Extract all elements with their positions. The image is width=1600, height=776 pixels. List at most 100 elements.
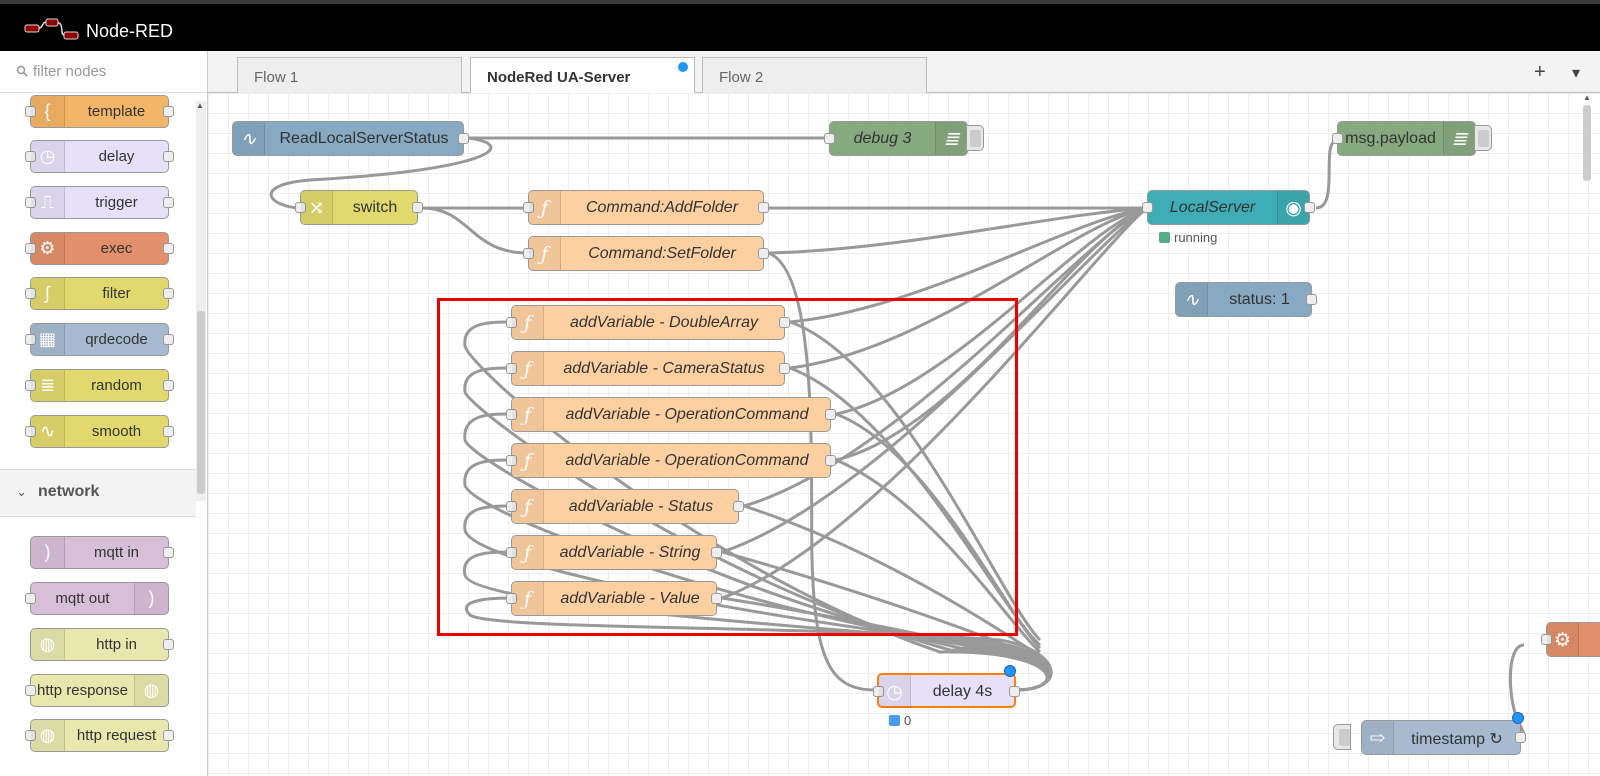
- workspace-scrollbar[interactable]: ▲: [1580, 93, 1594, 776]
- input-port[interactable]: [1142, 202, 1153, 213]
- flow-node-read-status[interactable]: ∿ ReadLocalServerStatus: [232, 121, 469, 156]
- output-port[interactable]: [1009, 686, 1020, 697]
- debug-toggle-button[interactable]: [966, 125, 984, 151]
- flow-node-local-server[interactable]: ◉LocalServer: [1142, 190, 1315, 225]
- output-port[interactable]: [412, 202, 423, 213]
- input-port: [25, 685, 36, 696]
- flow-node-timestamp[interactable]: ⇨timestamp ↻: [1361, 720, 1526, 755]
- scroll-up-icon[interactable]: ▲: [196, 101, 204, 110]
- flow-node-msg-payload[interactable]: ≣msg.payload: [1332, 121, 1476, 156]
- tab-flow-2[interactable]: Flow 2: [702, 57, 927, 93]
- input-port[interactable]: [506, 547, 517, 558]
- output-port[interactable]: [1304, 202, 1315, 213]
- palette-node-label: delay: [98, 148, 135, 165]
- header-bar: Node-RED: [0, 0, 1600, 51]
- palette-node-template[interactable]: {template: [25, 95, 174, 128]
- node-label: status: 1: [1229, 291, 1290, 308]
- output-port[interactable]: [711, 593, 722, 604]
- inject-button[interactable]: [1333, 724, 1351, 750]
- palette-node-label: http response: [37, 682, 128, 699]
- workspace-scroll-thumb[interactable]: [1583, 105, 1591, 181]
- output-port[interactable]: [779, 317, 790, 328]
- node-label: addVariable - String: [559, 544, 701, 561]
- flow-node-status1[interactable]: ∿status: 1: [1175, 282, 1317, 317]
- debug-toggle-button[interactable]: [1474, 125, 1492, 151]
- tab-label: Flow 2: [719, 69, 764, 86]
- palette-scrollbar[interactable]: ▲: [196, 101, 206, 501]
- output-port[interactable]: [458, 133, 469, 144]
- palette-node-random[interactable]: ≣random: [25, 369, 174, 402]
- input-port[interactable]: [1332, 133, 1343, 144]
- palette-node-trigger[interactable]: ⎍trigger: [25, 186, 174, 219]
- input-port[interactable]: [295, 202, 306, 213]
- palette-node-http-response[interactable]: ◍http response: [25, 674, 169, 707]
- palette-node-mqtt-out[interactable]: )mqtt out: [25, 582, 169, 615]
- input-port[interactable]: [1541, 634, 1552, 645]
- input-port: [25, 288, 36, 299]
- output-port[interactable]: [825, 455, 836, 466]
- node-red-logo-icon: [24, 18, 79, 40]
- input-port: [25, 593, 36, 604]
- palette-filter[interactable]: filter nodes: [0, 51, 207, 93]
- input-port[interactable]: [506, 455, 517, 466]
- output-port[interactable]: [733, 501, 744, 512]
- palette-node-http-in[interactable]: ◍http in: [30, 628, 174, 661]
- flow-node-exec-partial[interactable]: ⚙: [1541, 622, 1600, 657]
- output-port[interactable]: [1515, 732, 1526, 743]
- output-port[interactable]: [1306, 294, 1317, 305]
- input-port[interactable]: [506, 593, 517, 604]
- node-status: running: [1159, 230, 1217, 245]
- palette-node-http-request[interactable]: ◍http request: [25, 719, 174, 752]
- output-port[interactable]: [758, 248, 769, 259]
- palette-scroll-thumb[interactable]: [197, 311, 205, 494]
- palette-node-filter[interactable]: ∫filter: [25, 277, 174, 310]
- input-port[interactable]: [873, 686, 884, 697]
- palette-node-qrdecode[interactable]: ▦qrdecode: [25, 323, 174, 356]
- category-network[interactable]: ⌄ network: [0, 469, 196, 517]
- tab-menu-button[interactable]: ▾: [1572, 65, 1581, 82]
- output-port: [163, 334, 174, 345]
- output-port[interactable]: [825, 409, 836, 420]
- node-label: switch: [352, 199, 398, 216]
- status-icon: ∿: [233, 122, 265, 155]
- input-port[interactable]: [506, 409, 517, 420]
- node-label: ReadLocalServerStatus: [279, 130, 449, 147]
- output-port: [163, 243, 174, 254]
- status-dot-icon: [889, 715, 900, 726]
- input-port[interactable]: [523, 202, 534, 213]
- flow-node-debug3[interactable]: ≣debug 3: [824, 121, 968, 156]
- flow-node-delay4s[interactable]: ◷delay 4s: [873, 673, 1020, 708]
- palette-node-delay[interactable]: ◷delay: [25, 140, 174, 173]
- toggle-fill: [1478, 130, 1489, 147]
- input-port[interactable]: [506, 363, 517, 374]
- cog-icon: ⚙: [1547, 623, 1579, 656]
- wave-icon: ∿: [31, 416, 65, 447]
- tab-nodered-ua-server[interactable]: NodeRed UA-Server: [470, 57, 695, 94]
- changed-indicator-icon: [1512, 712, 1524, 724]
- palette-node-mqtt-in[interactable]: )mqtt in: [30, 536, 174, 569]
- input-port[interactable]: [824, 133, 835, 144]
- input-port[interactable]: [506, 317, 517, 328]
- palette-node-smooth[interactable]: ∿smooth: [25, 415, 174, 448]
- input-port[interactable]: [506, 501, 517, 512]
- output-port[interactable]: [711, 547, 722, 558]
- scroll-up-icon[interactable]: ▲: [1583, 93, 1591, 102]
- node-label: addVariable - Value: [560, 590, 700, 607]
- output-port[interactable]: [758, 202, 769, 213]
- tab-flow-1[interactable]: Flow 1: [237, 57, 462, 93]
- flow-node-switch[interactable]: ⤨switch: [295, 190, 423, 225]
- input-port[interactable]: [523, 248, 534, 259]
- workspace-tabs: Flow 1 NodeRed UA-Server Flow 2 + ▾: [208, 51, 1600, 94]
- add-tab-button[interactable]: +: [1534, 61, 1546, 83]
- palette-node-exec[interactable]: ⚙exec: [25, 232, 174, 265]
- output-port[interactable]: [779, 363, 790, 374]
